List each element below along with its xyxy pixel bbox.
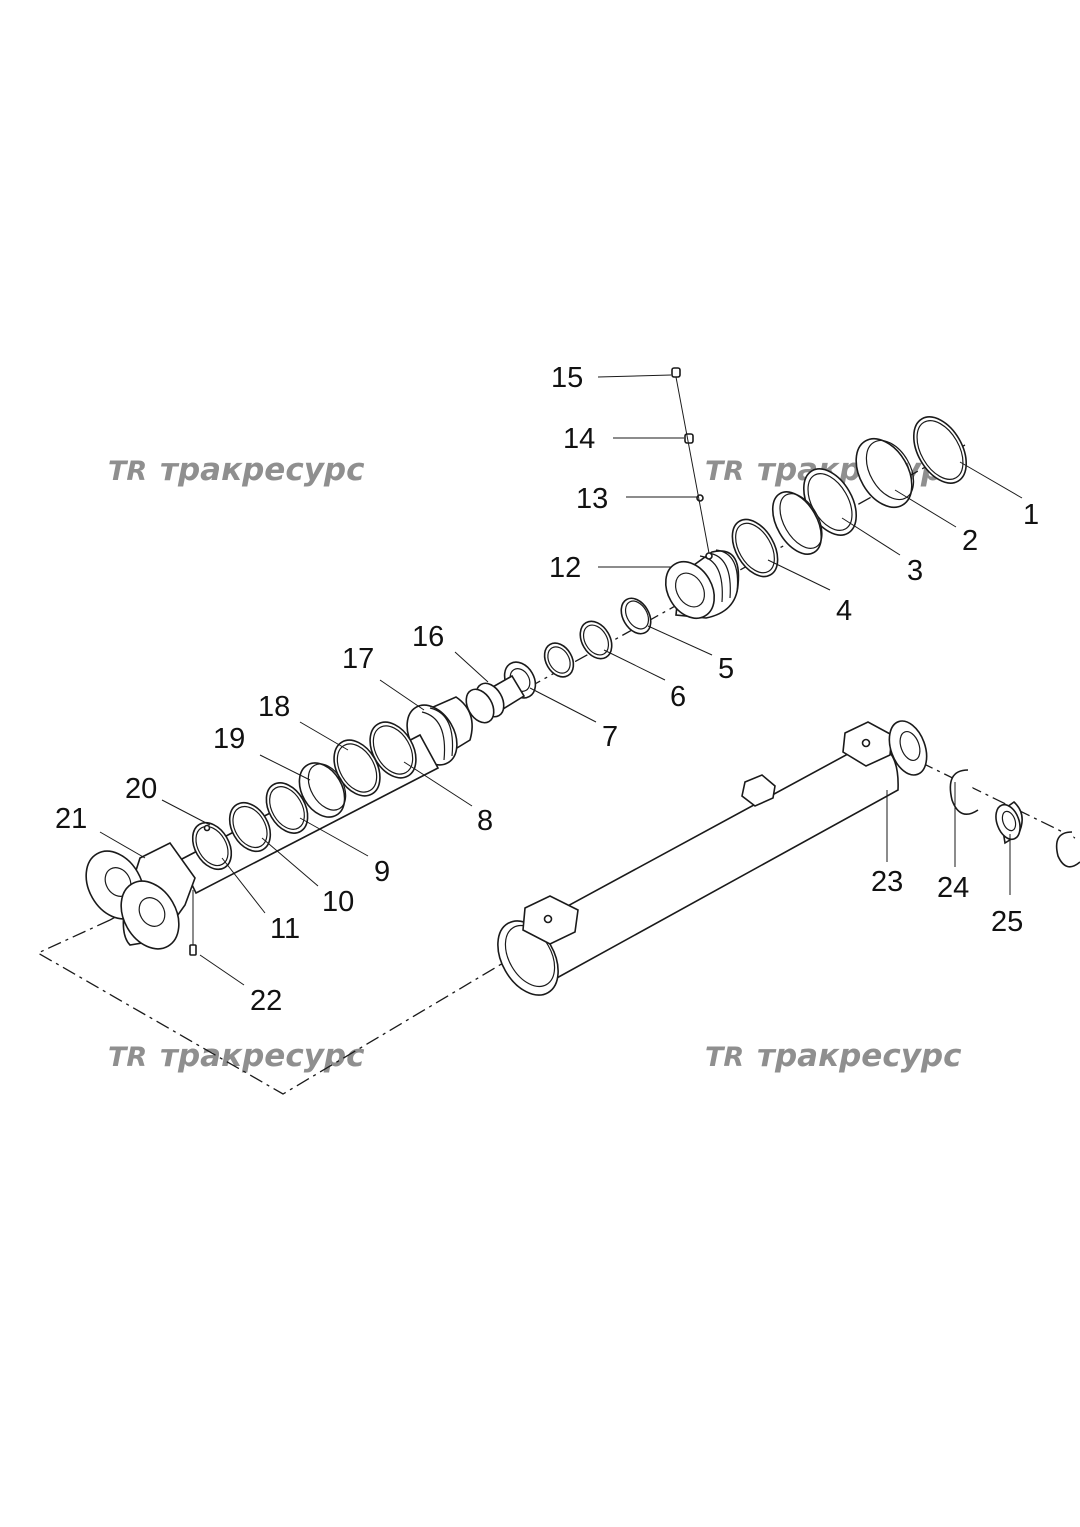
pin-axis-line: [919, 761, 1076, 839]
callout-24: 24: [937, 872, 969, 904]
callout-13: 13: [576, 483, 608, 515]
assembly-path-line: [36, 919, 516, 1095]
callout-23: 23: [871, 866, 903, 898]
callout-1: 1: [1023, 499, 1039, 531]
callout-7: 7: [602, 721, 618, 753]
part-15-screw: [671, 367, 681, 378]
part-14-nut: [684, 433, 694, 444]
callout-4: 4: [836, 595, 852, 627]
part-10-ring: [228, 801, 272, 853]
part-6-ring: [579, 620, 613, 660]
callout-21: 21: [55, 803, 87, 835]
callout-8: 8: [477, 805, 493, 837]
callout-25: 25: [991, 906, 1023, 938]
callout-3: 3: [907, 555, 923, 587]
leader-lines: [99, 374, 1023, 986]
watermark-logo: TR: [108, 456, 147, 487]
watermark-logo: TR: [108, 1042, 147, 1073]
part-24-snap-ring: [949, 769, 979, 816]
watermark-bottom-right: TR тракресурс: [705, 1038, 962, 1074]
callout-16: 16: [412, 621, 444, 653]
callout-9: 9: [374, 856, 390, 888]
part-22-grease-fitting: [189, 890, 197, 956]
callout-17: 17: [342, 643, 374, 675]
part-9-ring: [265, 782, 309, 834]
callout-labels: 1 2 3 4 5 6 7 8 9 10 11 12 13 14 15 16 1…: [55, 362, 1039, 1017]
part-25-bushing: [995, 800, 1023, 845]
part-3b-ring: [771, 491, 823, 555]
callout-19: 19: [213, 723, 245, 755]
callout-6: 6: [670, 681, 686, 713]
part-23-cylinder-tube: [497, 720, 928, 996]
watermark-bottom-left: TR тракресурс: [108, 1038, 365, 1074]
part-11-ring: [191, 821, 233, 871]
callout-22: 22: [250, 985, 282, 1017]
watermark-text: тракресурс: [757, 1038, 962, 1074]
callout-18: 18: [258, 691, 290, 723]
callout-11: 11: [270, 913, 300, 945]
callout-20: 20: [125, 773, 157, 805]
part-19-ring: [298, 762, 347, 818]
watermark-top-left: TR тракресурс: [108, 452, 365, 488]
watermark-text: тракресурс: [160, 1038, 365, 1074]
part-2-ring: [855, 437, 915, 509]
part-5-ring: [620, 597, 652, 635]
pin-snap-ring: [1055, 831, 1080, 868]
part-6b-ring: [543, 642, 575, 678]
part-1-ring: [912, 416, 968, 484]
watermark-logo: TR: [705, 1042, 744, 1073]
callout-12: 12: [549, 552, 581, 584]
callout-10: 10: [322, 886, 354, 918]
callout-14: 14: [563, 423, 595, 455]
watermark-logo: TR: [705, 456, 744, 487]
part-12-piston: [664, 549, 740, 620]
assembly-line-13-15: [675, 376, 710, 554]
watermark-text: тракресурс: [160, 452, 365, 488]
part-4-ring: [731, 518, 779, 578]
part-21-clevis: [85, 824, 211, 950]
callout-15: 15: [551, 362, 583, 394]
callout-5: 5: [718, 653, 734, 685]
callout-2: 2: [962, 525, 978, 557]
